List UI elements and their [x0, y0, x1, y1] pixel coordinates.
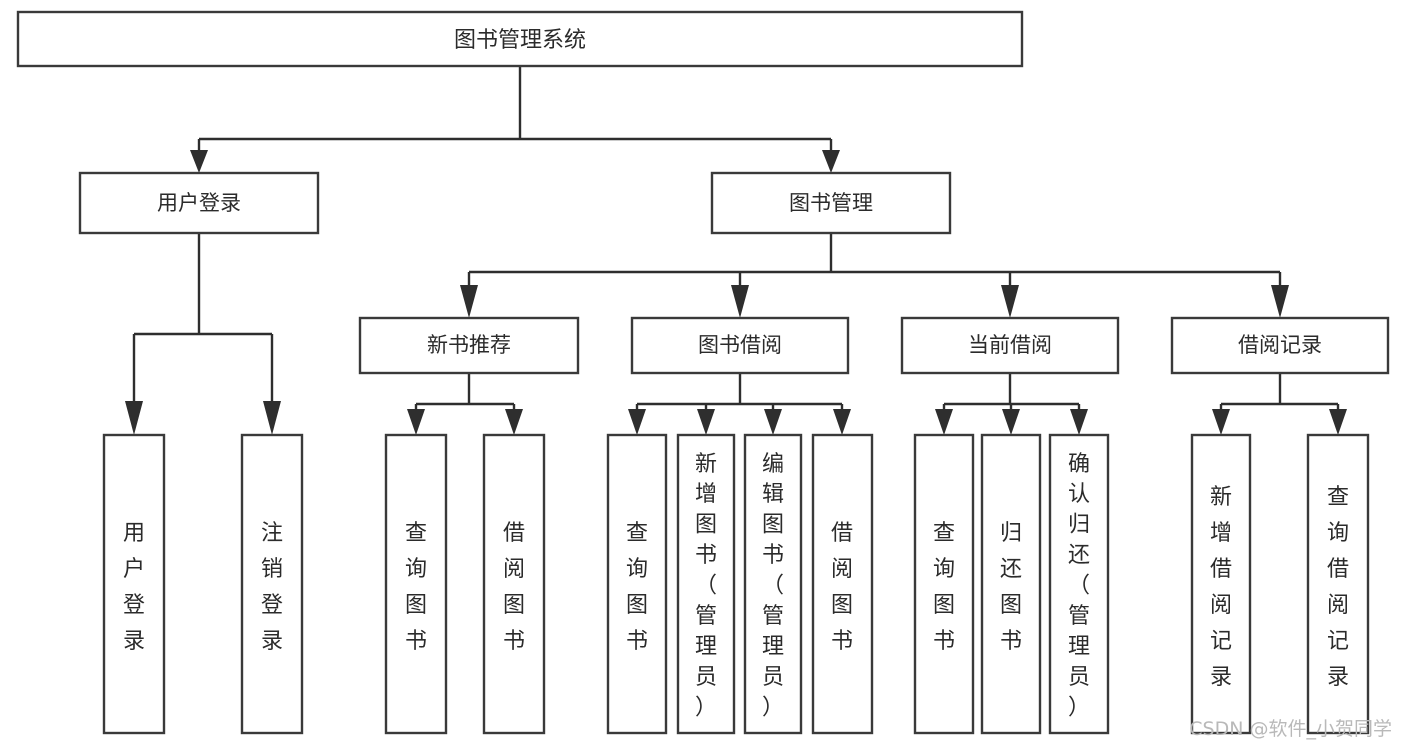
leaf-node-borrow-book-newbook[interactable]: 借阅图书	[482, 433, 546, 735]
node-current-borrow-label: 当前借阅	[968, 333, 1052, 357]
arrow-head-leaf-user-login	[125, 401, 143, 435]
node-borrow-record[interactable]: 借阅记录	[1170, 316, 1390, 375]
node-root-box[interactable]	[16, 10, 1024, 68]
leaf-node-add-book-admin[interactable]: 新增图书（管理员）	[676, 433, 736, 735]
leaf-node-logout[interactable]: 注销登录	[240, 433, 304, 735]
arrow-head-newbook-borrow	[505, 409, 523, 435]
node-user-login[interactable]: 用户登录	[78, 171, 320, 235]
arrow-head-current	[1001, 285, 1019, 318]
leaf-node-query-borrow-record[interactable]: 查询借阅记录	[1306, 433, 1370, 735]
arrow-head-current-query	[935, 409, 953, 435]
leaf-node-return-book-box[interactable]	[980, 433, 1042, 735]
leaf-node-logout-label: 注销登录	[261, 521, 283, 654]
node-book-borrow-box[interactable]	[630, 316, 850, 375]
leaf-node-return-book[interactable]: 归还图书	[980, 433, 1042, 735]
arrow-head-borrow	[731, 285, 749, 318]
node-current-borrow-box[interactable]	[900, 316, 1120, 375]
node-book-borrow[interactable]: 图书借阅	[630, 316, 850, 375]
node-root[interactable]: 图书管理系统	[16, 10, 1024, 68]
arrow-head-borrow-add	[697, 409, 715, 435]
node-book-management[interactable]: 图书管理	[710, 171, 952, 235]
leaf-node-borrow-book-newbook-label: 借阅图书	[503, 521, 525, 654]
leaf-node-query-book-borrow-box[interactable]	[606, 433, 668, 735]
arrow-head-record	[1271, 285, 1289, 318]
leaf-node-query-book-current[interactable]: 查询图书	[913, 433, 975, 735]
leaf-node-user-login[interactable]: 用户登录	[102, 433, 166, 735]
leaf-node-query-book-current-box[interactable]	[913, 433, 975, 735]
connector-layer	[125, 66, 1347, 435]
leaf-node-query-borrow-record-label: 查询借阅记录	[1327, 485, 1349, 690]
leaf-node-query-book-newbook[interactable]: 查询图书	[384, 433, 448, 735]
leaf-node-query-borrow-record-box[interactable]	[1306, 433, 1370, 735]
arrow-head-leaf-logout	[263, 401, 281, 435]
leaf-node-edit-book-admin-box[interactable]	[743, 433, 803, 735]
node-borrow-record-label: 借阅记录	[1238, 333, 1322, 357]
leaf-node-query-book-current-label: 查询图书	[933, 521, 955, 654]
arrow-head-current-return	[1002, 409, 1020, 435]
node-book-management-label: 图书管理	[789, 191, 873, 215]
arrow-head-user-login	[190, 150, 208, 173]
csdn-watermark: CSDN @软件_小贺同学	[1189, 718, 1392, 740]
leaf-node-add-borrow-record-box[interactable]	[1190, 433, 1252, 735]
leaf-node-logout-box[interactable]	[240, 433, 304, 735]
node-new-book-recommend-box[interactable]	[358, 316, 580, 375]
leaf-node-borrow-book-newbook-box[interactable]	[482, 433, 546, 735]
leaf-node-lend-book-label: 借阅图书	[831, 521, 853, 654]
node-book-management-box[interactable]	[710, 171, 952, 235]
node-user-login-label: 用户登录	[157, 191, 241, 215]
leaf-node-add-borrow-record-label: 新增借阅记录	[1210, 485, 1232, 690]
arrow-head-record-query	[1329, 409, 1347, 435]
leaf-node-query-book-newbook-label: 查询图书	[405, 521, 427, 654]
leaf-node-confirm-return-admin-label: 确认归还（管理员）	[1068, 452, 1090, 721]
arrow-head-borrow-edit	[764, 409, 782, 435]
node-borrow-record-box[interactable]	[1170, 316, 1390, 375]
leaf-node-edit-book-admin[interactable]: 编辑图书（管理员）	[743, 433, 803, 735]
leaf-node-add-book-admin-label: 新增图书（管理员）	[695, 452, 717, 721]
leaf-node-user-login-label: 用户登录	[123, 521, 145, 654]
arrow-head-new-book	[460, 285, 478, 318]
leaf-node-confirm-return-admin-box[interactable]	[1048, 433, 1110, 735]
node-current-borrow[interactable]: 当前借阅	[900, 316, 1120, 375]
node-book-borrow-label: 图书借阅	[698, 333, 782, 357]
node-root-label: 图书管理系统	[454, 28, 586, 53]
node-new-book-recommend[interactable]: 新书推荐	[358, 316, 580, 375]
leaf-node-lend-book-box[interactable]	[811, 433, 874, 735]
arrow-head-newbook-query	[407, 409, 425, 435]
arrow-head-book-mgmt	[822, 150, 840, 173]
leaf-node-add-book-admin-box[interactable]	[676, 433, 736, 735]
leaf-node-query-book-borrow-label: 查询图书	[626, 521, 648, 654]
leaf-node-user-login-box[interactable]	[102, 433, 166, 735]
arrow-head-current-confirm	[1070, 409, 1088, 435]
node-new-book-recommend-label: 新书推荐	[427, 333, 511, 357]
arrow-head-borrow-lend	[833, 409, 851, 435]
leaf-node-query-book-newbook-box[interactable]	[384, 433, 448, 735]
leaf-node-return-book-label: 归还图书	[1000, 521, 1022, 654]
leaf-node-add-borrow-record[interactable]: 新增借阅记录	[1190, 433, 1252, 735]
leaf-node-confirm-return-admin[interactable]: 确认归还（管理员）	[1048, 433, 1110, 735]
leaf-node-lend-book[interactable]: 借阅图书	[811, 433, 874, 735]
leaf-node-query-book-borrow[interactable]: 查询图书	[606, 433, 668, 735]
node-user-login-box[interactable]	[78, 171, 320, 235]
arrow-head-record-add	[1212, 409, 1230, 435]
leaf-node-edit-book-admin-label: 编辑图书（管理员）	[762, 452, 784, 721]
arrow-head-borrow-query	[628, 409, 646, 435]
